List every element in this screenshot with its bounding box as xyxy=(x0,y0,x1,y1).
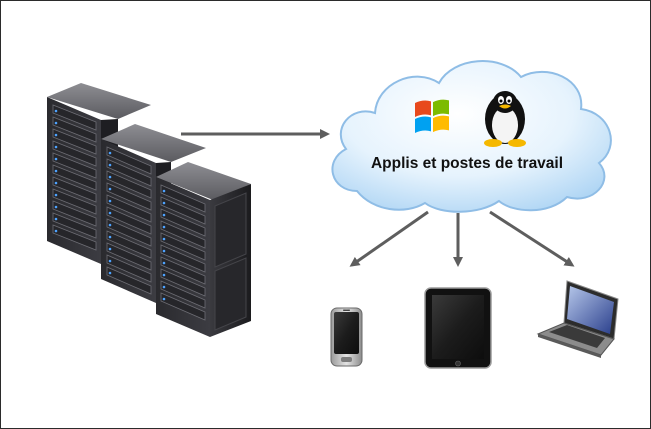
linux-tux-icon xyxy=(484,91,526,147)
rack-1-leds xyxy=(54,109,58,233)
rack-3-units xyxy=(160,184,206,321)
smartphone-icon xyxy=(330,307,363,367)
cloud-label: Applis et postes de travail xyxy=(371,155,563,172)
laptop-icon xyxy=(536,280,619,358)
rack-2-units xyxy=(106,146,152,295)
tablet-icon xyxy=(424,287,492,369)
cloud: Applis et postes de travail xyxy=(331,60,612,213)
arrow-cloud-to-laptop xyxy=(489,210,575,267)
connection-arrows xyxy=(181,129,575,267)
arrow-cloud-to-phone xyxy=(349,210,429,267)
cloud-shape xyxy=(331,60,612,213)
windows-logo-icon xyxy=(415,99,449,133)
rack-2-leds xyxy=(108,151,112,275)
server-racks xyxy=(47,83,251,337)
server-rack-1 xyxy=(47,83,151,264)
server-rack-3 xyxy=(156,162,251,337)
rack-1-units xyxy=(52,104,97,251)
rack-3-leds xyxy=(162,189,166,301)
